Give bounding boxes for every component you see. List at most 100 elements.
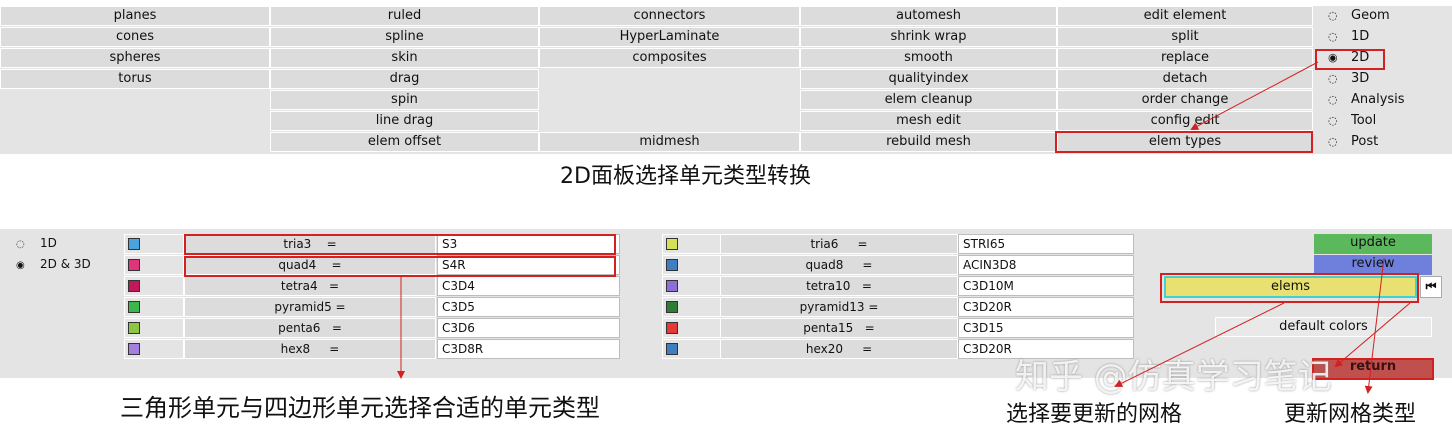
radio-empty-icon: ◌ — [1328, 114, 1338, 127]
radio-empty-icon: ◌ — [1328, 9, 1338, 22]
radio-geom[interactable]: ◌Geom — [1328, 6, 1390, 26]
element-type-input[interactable]: C3D5 — [437, 297, 620, 317]
menu-spin[interactable]: spin — [270, 90, 539, 110]
watermark: 知乎 @仿真学习笔记 — [1015, 357, 1332, 397]
menu-cones[interactable]: cones — [0, 27, 270, 47]
radio-tool[interactable]: ◌Tool — [1328, 111, 1376, 131]
element-type-label: hex8 = — [184, 339, 436, 359]
menu-line-drag[interactable]: line drag — [270, 111, 539, 131]
radio-post[interactable]: ◌Post — [1328, 132, 1378, 152]
element-color-swatch[interactable] — [666, 343, 678, 355]
color-swatch-cell — [124, 297, 184, 317]
element-type-input[interactable]: ACIN3D8 — [958, 255, 1134, 275]
mesh-2d-panel: planes cones spheres torus ruled spline … — [0, 6, 1452, 154]
element-type-input[interactable]: S4R — [437, 255, 620, 275]
caption-top: 2D面板选择单元类型转换 — [560, 164, 811, 189]
element-color-swatch[interactable] — [128, 322, 140, 334]
radio-analysis[interactable]: ◌Analysis — [1328, 90, 1405, 110]
radio-1d[interactable]: ◌1D — [1328, 27, 1369, 47]
menu-split[interactable]: split — [1057, 27, 1313, 47]
menu-mesh-edit[interactable]: mesh edit — [800, 111, 1057, 131]
radio-2d[interactable]: ◉2D — [1328, 48, 1369, 68]
element-type-label: penta6 = — [184, 318, 436, 338]
menu-planes[interactable]: planes — [0, 6, 270, 26]
element-type-input[interactable]: C3D8R — [437, 339, 620, 359]
radio-1d-types[interactable]: ◌1D — [16, 235, 57, 253]
menu-qualityindex[interactable]: qualityindex — [800, 69, 1057, 89]
color-swatch-cell — [124, 234, 184, 254]
menu-skin[interactable]: skin — [270, 48, 539, 68]
radio-empty-icon: ◌ — [1328, 135, 1338, 148]
menu-elem-offset[interactable]: elem offset — [270, 132, 539, 152]
radio-empty-icon: ◌ — [1328, 30, 1338, 43]
arrow-2d-to-elemtypes — [1190, 61, 1319, 130]
radio-selected-icon: ◉ — [1328, 51, 1338, 64]
default-colors-button[interactable]: default colors — [1215, 317, 1432, 337]
menu-automesh[interactable]: automesh — [800, 6, 1057, 26]
caption-bottom-mid: 选择要更新的网格 — [1006, 402, 1183, 427]
arrow-update-to-caption — [1364, 257, 1385, 394]
menu-torus[interactable]: torus — [0, 69, 270, 89]
element-type-label: penta15 = — [720, 318, 958, 338]
element-color-swatch[interactable] — [666, 280, 678, 292]
element-type-label: pyramid5 = — [184, 297, 436, 317]
menu-edit-element[interactable]: edit element — [1057, 6, 1313, 26]
element-type-label: quad8 = — [720, 255, 958, 275]
arrow-elems-to-return — [1334, 302, 1411, 368]
element-type-input[interactable]: C3D15 — [958, 318, 1134, 338]
element-type-input[interactable]: C3D20R — [958, 339, 1134, 359]
menu-midmesh[interactable]: midmesh — [539, 132, 800, 152]
color-swatch-cell — [124, 276, 184, 296]
element-type-label: tria6 = — [720, 234, 958, 254]
update-button[interactable]: update — [1314, 234, 1432, 254]
element-color-swatch[interactable] — [128, 280, 140, 292]
element-color-swatch[interactable] — [666, 301, 678, 313]
element-color-swatch[interactable] — [666, 259, 678, 271]
element-color-swatch[interactable] — [666, 322, 678, 334]
elems-selector-button[interactable]: elems — [1164, 276, 1417, 298]
menu-order-change[interactable]: order change — [1057, 90, 1313, 110]
element-type-input[interactable]: C3D20R — [958, 297, 1134, 317]
menu-composites[interactable]: composites — [539, 48, 800, 68]
element-color-swatch[interactable] — [128, 301, 140, 313]
color-swatch-cell — [124, 318, 184, 338]
radio-selected-icon: ◉ — [16, 260, 25, 271]
menu-spline[interactable]: spline — [270, 27, 539, 47]
radio-empty-icon: ◌ — [16, 239, 25, 250]
radio-2d3d-types[interactable]: ◉2D & 3D — [16, 256, 91, 274]
element-type-input[interactable]: C3D4 — [437, 276, 620, 296]
menu-shrink-wrap[interactable]: shrink wrap — [800, 27, 1057, 47]
menu-elem-types[interactable]: elem types — [1057, 132, 1313, 152]
element-color-swatch[interactable] — [666, 238, 678, 250]
arrow-elems-to-caption — [1114, 302, 1285, 387]
caption-bottom-right: 更新网格类型 — [1284, 402, 1417, 427]
menu-hyperlaminate[interactable]: HyperLaminate — [539, 27, 800, 47]
element-color-swatch[interactable] — [128, 259, 140, 271]
menu-config-edit[interactable]: config edit — [1057, 111, 1313, 131]
radio-empty-icon: ◌ — [1328, 93, 1338, 106]
menu-ruled[interactable]: ruled — [270, 6, 539, 26]
reset-selection-icon[interactable]: ⏮ — [1420, 276, 1442, 298]
radio-3d[interactable]: ◌3D — [1328, 69, 1369, 89]
menu-replace[interactable]: replace — [1057, 48, 1313, 68]
caption-bottom-left: 三角形单元与四边形单元选择合适的单元类型 — [120, 394, 600, 422]
menu-drag[interactable]: drag — [270, 69, 539, 89]
element-color-swatch[interactable] — [128, 343, 140, 355]
menu-elem-cleanup[interactable]: elem cleanup — [800, 90, 1057, 110]
return-button[interactable]: return — [1314, 358, 1432, 378]
color-swatch-cell — [124, 255, 184, 275]
element-type-label: tetra10 = — [720, 276, 958, 296]
element-type-label: pyramid13 = — [720, 297, 958, 317]
radio-empty-icon: ◌ — [1328, 72, 1338, 85]
element-color-swatch[interactable] — [128, 238, 140, 250]
element-type-label: hex20 = — [720, 339, 958, 359]
element-type-input[interactable]: C3D10M — [958, 276, 1134, 296]
menu-connectors[interactable]: connectors — [539, 6, 800, 26]
element-type-input[interactable]: STRI65 — [958, 234, 1134, 254]
menu-smooth[interactable]: smooth — [800, 48, 1057, 68]
menu-spheres[interactable]: spheres — [0, 48, 270, 68]
element-type-input[interactable]: C3D6 — [437, 318, 620, 338]
menu-detach[interactable]: detach — [1057, 69, 1313, 89]
